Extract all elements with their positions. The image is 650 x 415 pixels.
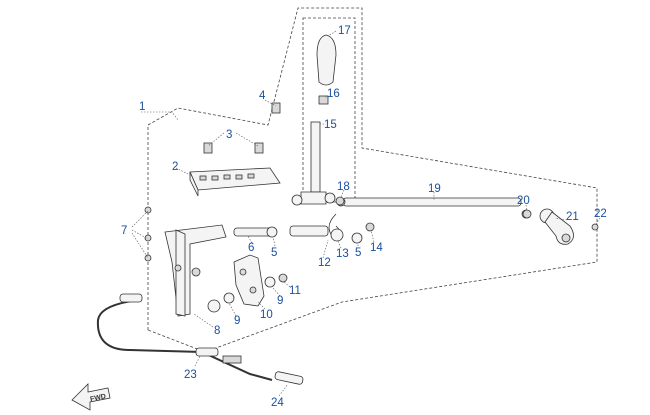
callout-23: 23: [184, 369, 197, 381]
shift-arm: [539, 208, 574, 245]
leader-22: [595, 217, 601, 225]
leader-7b: [131, 229, 149, 240]
nut-14: [365, 222, 375, 232]
fwd-label: FWD: [90, 393, 107, 403]
shift-knob: [316, 34, 337, 86]
callout-8: 8: [214, 325, 220, 337]
callout-24: 24: [271, 397, 284, 409]
clip-4: [271, 102, 281, 114]
callout-1: 1: [139, 101, 145, 113]
screw-3b: [254, 142, 264, 154]
leader-11: [283, 281, 291, 288]
leader-3a: [207, 132, 225, 147]
callout-2: 2: [172, 161, 178, 173]
bushing-5b: [266, 226, 278, 238]
callout-9-left: 9: [234, 315, 240, 327]
leader-5b: [272, 236, 276, 247]
bolt-7c: [144, 254, 152, 262]
leader-14: [370, 230, 375, 243]
fwd-arrow: FWD: [71, 383, 111, 411]
leader-21: [554, 217, 568, 221]
bolt-18: [335, 196, 345, 206]
leader-3b: [235, 132, 259, 147]
cable-rod-end: [274, 371, 304, 385]
callout-5-right: 5: [355, 247, 361, 259]
leader-7c: [131, 232, 149, 259]
callout-3: 3: [226, 129, 232, 141]
callout-20: 20: [517, 195, 530, 207]
mounting-bracket: [164, 224, 227, 317]
callout-11: 11: [289, 285, 301, 297]
bolt-7b: [144, 234, 152, 242]
callout-17: 17: [338, 25, 351, 37]
bushing-9b: [223, 292, 235, 304]
leader-9b: [271, 286, 281, 297]
washer-13: [330, 228, 344, 242]
pivot-shaft: [233, 225, 329, 237]
leader-23: [194, 355, 201, 367]
callout-19: 19: [428, 183, 441, 195]
leader-24: [278, 383, 289, 397]
bolt-22: [591, 223, 599, 231]
callout-14: 14: [370, 242, 383, 254]
callout-15: 15: [324, 119, 337, 131]
shift-gate-plate: [189, 167, 281, 197]
nut-20: [522, 209, 532, 219]
callout-13: 13: [336, 248, 349, 260]
leader-17: [327, 30, 337, 37]
leader-13: [337, 240, 342, 249]
leader-1: [141, 111, 179, 121]
bolt-7a: [144, 206, 152, 214]
bushing-9c: [264, 276, 276, 288]
nut-11: [278, 273, 288, 283]
callout-16: 16: [327, 88, 340, 100]
leader-20: [525, 204, 528, 211]
callout-21: 21: [566, 211, 579, 223]
callout-5-left: 5: [271, 247, 277, 259]
screw-3a: [203, 142, 213, 154]
leader-18: [340, 189, 345, 198]
callout-22: 22: [594, 208, 607, 220]
leader-4: [264, 99, 277, 107]
callout-9-right: 9: [277, 295, 283, 307]
callout-4: 4: [259, 90, 266, 102]
pivot-plate: [233, 254, 265, 307]
leader-7a: [131, 210, 149, 228]
leader-6: [247, 235, 253, 244]
leader-9a: [228, 302, 237, 317]
assembly-frame-outer: [147, 7, 598, 353]
callout-18: 18: [337, 181, 350, 193]
leader-8: [193, 313, 214, 328]
callout-6: 6: [248, 242, 254, 254]
bushing-9a: [207, 299, 221, 313]
knob-nut: [318, 95, 329, 105]
callout-12: 12: [318, 257, 331, 269]
shift-lever: [291, 121, 336, 206]
bushing-5a: [351, 232, 363, 244]
callout-10: 10: [260, 309, 273, 321]
leader-12: [322, 239, 329, 259]
shift-rod: [336, 197, 531, 219]
callout-7: 7: [121, 225, 127, 237]
shift-cable: [96, 293, 273, 381]
